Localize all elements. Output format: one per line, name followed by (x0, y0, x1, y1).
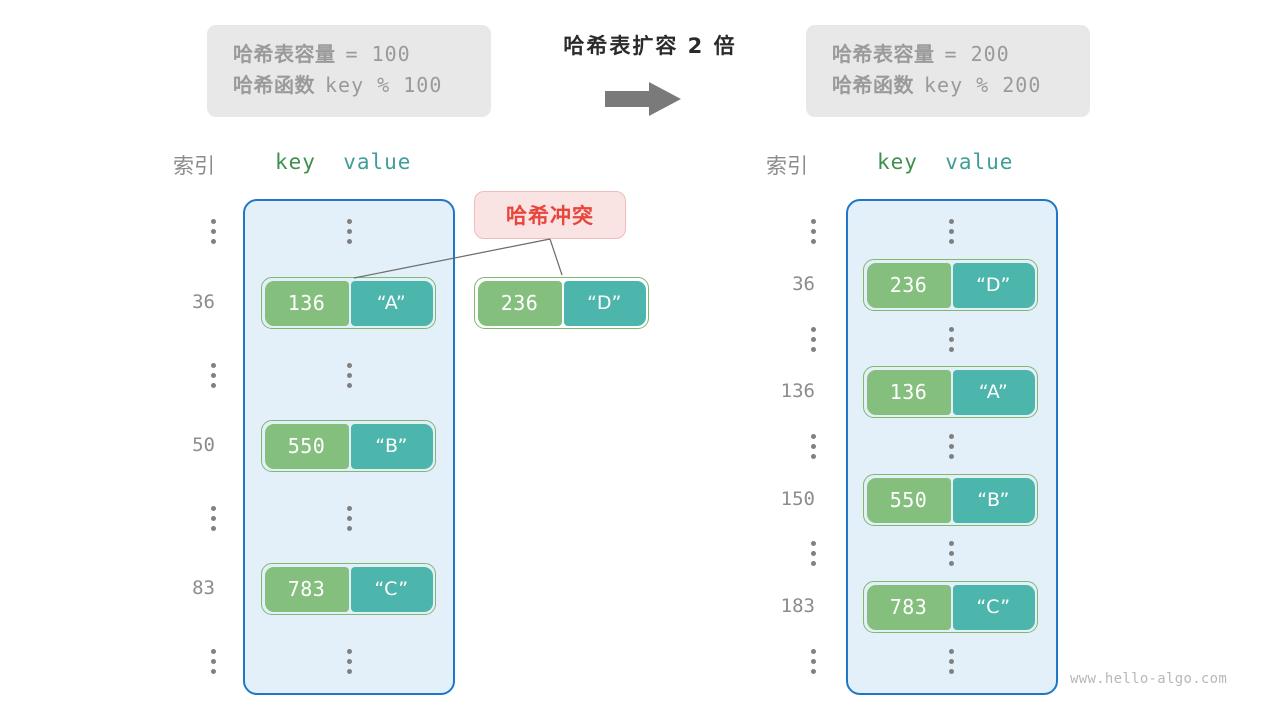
kv-value: “D” (952, 262, 1035, 308)
row-index-right-7: 183 (780, 595, 815, 617)
bucket-ellipsis-right-6 (948, 541, 954, 566)
bucket-ellipsis-left-6 (346, 649, 352, 674)
watermark: www.hello-algo.com (1070, 671, 1228, 687)
kv-pair-right-3: 136“A” (863, 366, 1038, 418)
row-index-right-8-dots (810, 649, 816, 674)
kv-value: “C” (952, 584, 1035, 630)
hash-function-value: key % 200 (924, 73, 1042, 97)
kv-value: “D” (563, 280, 646, 326)
kv-value: “A” (952, 369, 1035, 415)
capacity-label: 哈希表容量 (832, 42, 935, 66)
index-column-header-right: 索引 (766, 154, 808, 178)
row-index-right-1: 36 (792, 273, 815, 295)
row-index-right-4-dots (810, 434, 816, 459)
overflow-kv-pair: 236 “D” (474, 277, 649, 329)
capacity-label: 哈希表容量 (233, 42, 336, 66)
row-index-left-0-dots (210, 219, 216, 244)
kv-pair-right-7: 783“C” (863, 581, 1038, 633)
row-index-right-8 (735, 649, 816, 674)
row-index-right-4 (735, 434, 816, 459)
bucket-ellipsis-left-4 (346, 506, 352, 531)
diagram-title: 哈希表扩容 2 倍 (563, 34, 737, 58)
bucket-ellipsis-left-0 (346, 219, 352, 244)
kv-pair-left-3: 550“B” (261, 420, 436, 472)
kv-pair-left-1: 136“A” (261, 277, 436, 329)
kv-value: “A” (350, 280, 433, 326)
row-index-right-6 (735, 541, 816, 566)
capacity-value: = 200 (944, 42, 1010, 66)
row-index-left-1: 36 (192, 291, 215, 313)
hash-function-row: 哈希函数 key % 200 (832, 70, 1064, 101)
hash-config-panel-after: 哈希表容量 = 200 哈希函数 key % 200 (806, 25, 1090, 117)
hash-function-label: 哈希函数 (233, 73, 315, 97)
kv-key: 783 (866, 584, 951, 630)
bucket-ellipsis-right-2 (948, 327, 954, 352)
bucket-ellipsis-left-2 (346, 363, 352, 388)
row-index-left-4 (135, 506, 216, 531)
row-index-left-6 (135, 649, 216, 674)
hash-function-value: key % 100 (325, 73, 443, 97)
kv-key: 136 (866, 369, 951, 415)
kv-value: “B” (350, 423, 433, 469)
hash-function-label: 哈希函数 (832, 73, 914, 97)
kv-key: 236 (866, 262, 951, 308)
row-index-right-2-dots (810, 327, 816, 352)
row-index-right-6-dots (810, 541, 816, 566)
kv-value: “B” (952, 477, 1035, 523)
row-index-left-3: 50 (192, 434, 215, 456)
hash-config-panel-before: 哈希表容量 = 100 哈希函数 key % 100 (207, 25, 491, 117)
row-index-right-0 (735, 219, 816, 244)
bucket-ellipsis-right-8 (948, 649, 954, 674)
kv-pair-left-5: 783“C” (261, 563, 436, 615)
hash-collision-badge: 哈希冲突 (474, 191, 626, 239)
kv-key: 550 (264, 423, 349, 469)
hash-function-row: 哈希函数 key % 100 (233, 70, 465, 101)
capacity-row: 哈希表容量 = 100 (233, 39, 465, 70)
value-column-header: value (343, 150, 412, 174)
row-index-left-2-dots (210, 363, 216, 388)
row-index-right-5: 150 (780, 488, 815, 510)
right-arrow-icon (605, 82, 681, 116)
capacity-row: 哈希表容量 = 200 (832, 39, 1064, 70)
kv-column-header-right: key value (877, 150, 1013, 174)
kv-key: 783 (264, 566, 349, 612)
row-index-left-6-dots (210, 649, 216, 674)
row-index-right-0-dots (810, 219, 816, 244)
bucket-ellipsis-right-0 (948, 219, 954, 244)
kv-key: 136 (264, 280, 349, 326)
index-column-header-left: 索引 (173, 154, 215, 178)
kv-key: 236 (477, 280, 562, 326)
kv-pair-right-1: 236“D” (863, 259, 1038, 311)
bucket-ellipsis-right-4 (948, 434, 954, 459)
kv-column-header-left: key value (275, 150, 411, 174)
row-index-right-3: 136 (780, 380, 815, 402)
capacity-value: = 100 (345, 42, 411, 66)
kv-value: “C” (350, 566, 433, 612)
value-column-header: value (945, 150, 1014, 174)
row-index-right-2 (735, 327, 816, 352)
kv-key: 550 (866, 477, 951, 523)
key-column-header: key (275, 150, 316, 174)
row-index-left-5: 83 (192, 577, 215, 599)
kv-pair-right-5: 550“B” (863, 474, 1038, 526)
row-index-left-4-dots (210, 506, 216, 531)
row-index-left-2 (135, 363, 216, 388)
row-index-left-0 (135, 219, 216, 244)
key-column-header: key (877, 150, 918, 174)
